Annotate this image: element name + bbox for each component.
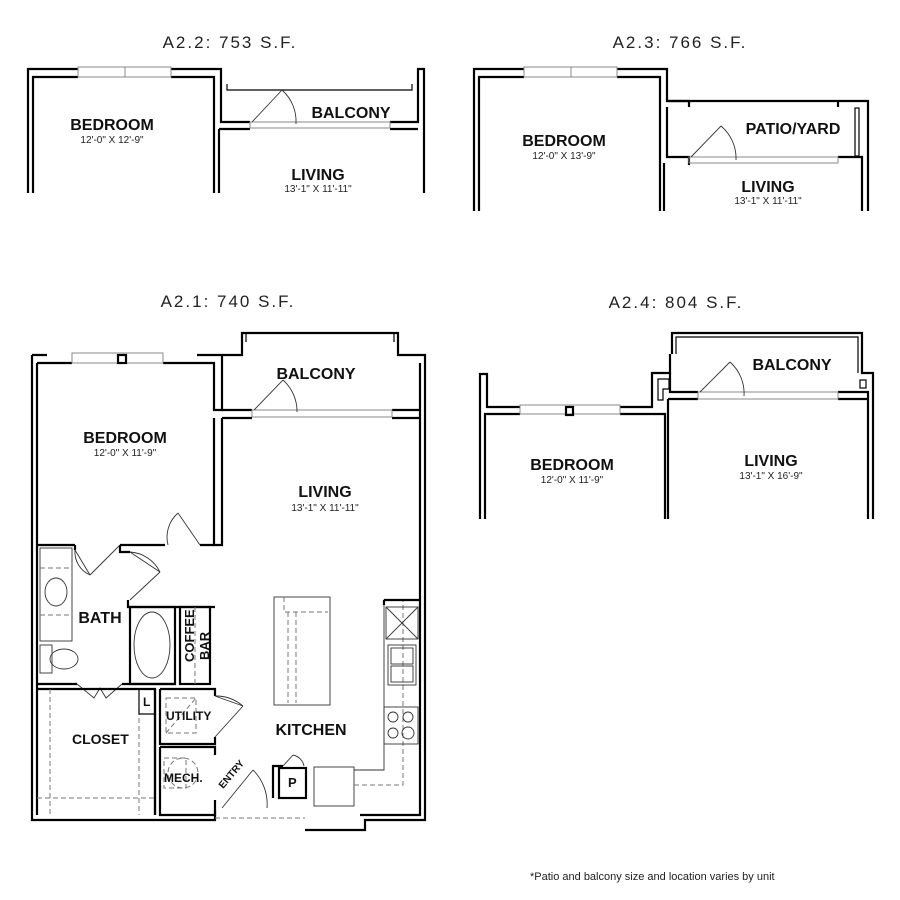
room-dims-bedroom: 12'-0" X 11'-9" [540,475,604,486]
room-label-pantry: P [288,775,297,790]
plan-a24-drawing [478,331,875,519]
room-dims-living: 13'-1" X 16'-9" [739,471,803,482]
room-label-bedroom: BEDROOM [83,430,167,447]
room-label-living: LIVING [298,484,352,501]
room-label-bar: BAR [197,631,212,660]
room-dims-bedroom: 12'-0" X 13'-9" [532,151,596,162]
room-label-kitchen: KITCHEN [275,722,347,739]
room-label-living: LIVING [744,453,798,470]
room-dims-bedroom: 12'-0" X 11'-9" [93,448,157,459]
room-label-closet: CLOSET [72,731,129,747]
plan-a23-drawing [472,66,870,211]
room-label-balcony: BALCONY [752,357,832,374]
room-label-living: LIVING [741,179,795,196]
room-label-balcony: BALCONY [276,366,356,383]
room-label-mech: MECH. [164,771,203,785]
plan-a21-drawing [30,331,427,832]
room-label-coffee: COFFEE [182,609,197,662]
room-label-utility: UTILITY [166,709,212,723]
room-dims-living: 13'-1" X 11'-11" [734,196,802,207]
footnote: *Patio and balcony size and location var… [530,871,775,883]
plan-title-a24: A2.4: 804 S.F. [608,293,744,312]
room-label-bedroom: BEDROOM [70,117,154,134]
plan-a22-drawing [26,66,426,193]
room-label-bath: BATH [78,610,122,627]
room-label-bedroom: BEDROOM [522,133,606,150]
room-label-bedroom: BEDROOM [530,457,614,474]
room-label-living: LIVING [291,167,345,184]
plan-title-a22: A2.2: 753 S.F. [162,33,298,52]
room-dims-living: 13'-1" X 11'-11" [284,184,352,195]
plan-title-a23: A2.3: 766 S.F. [612,33,748,52]
room-label-linen: L [143,695,151,709]
room-label-patio-yard: PATIO/YARD [745,121,841,138]
room-dims-bedroom: 12'-0" X 12'-9" [80,135,144,146]
plan-title-a21: A2.1: 740 S.F. [160,292,296,311]
room-label-balcony: BALCONY [311,105,391,122]
room-dims-living: 13'-1" X 11'-11" [291,503,359,514]
